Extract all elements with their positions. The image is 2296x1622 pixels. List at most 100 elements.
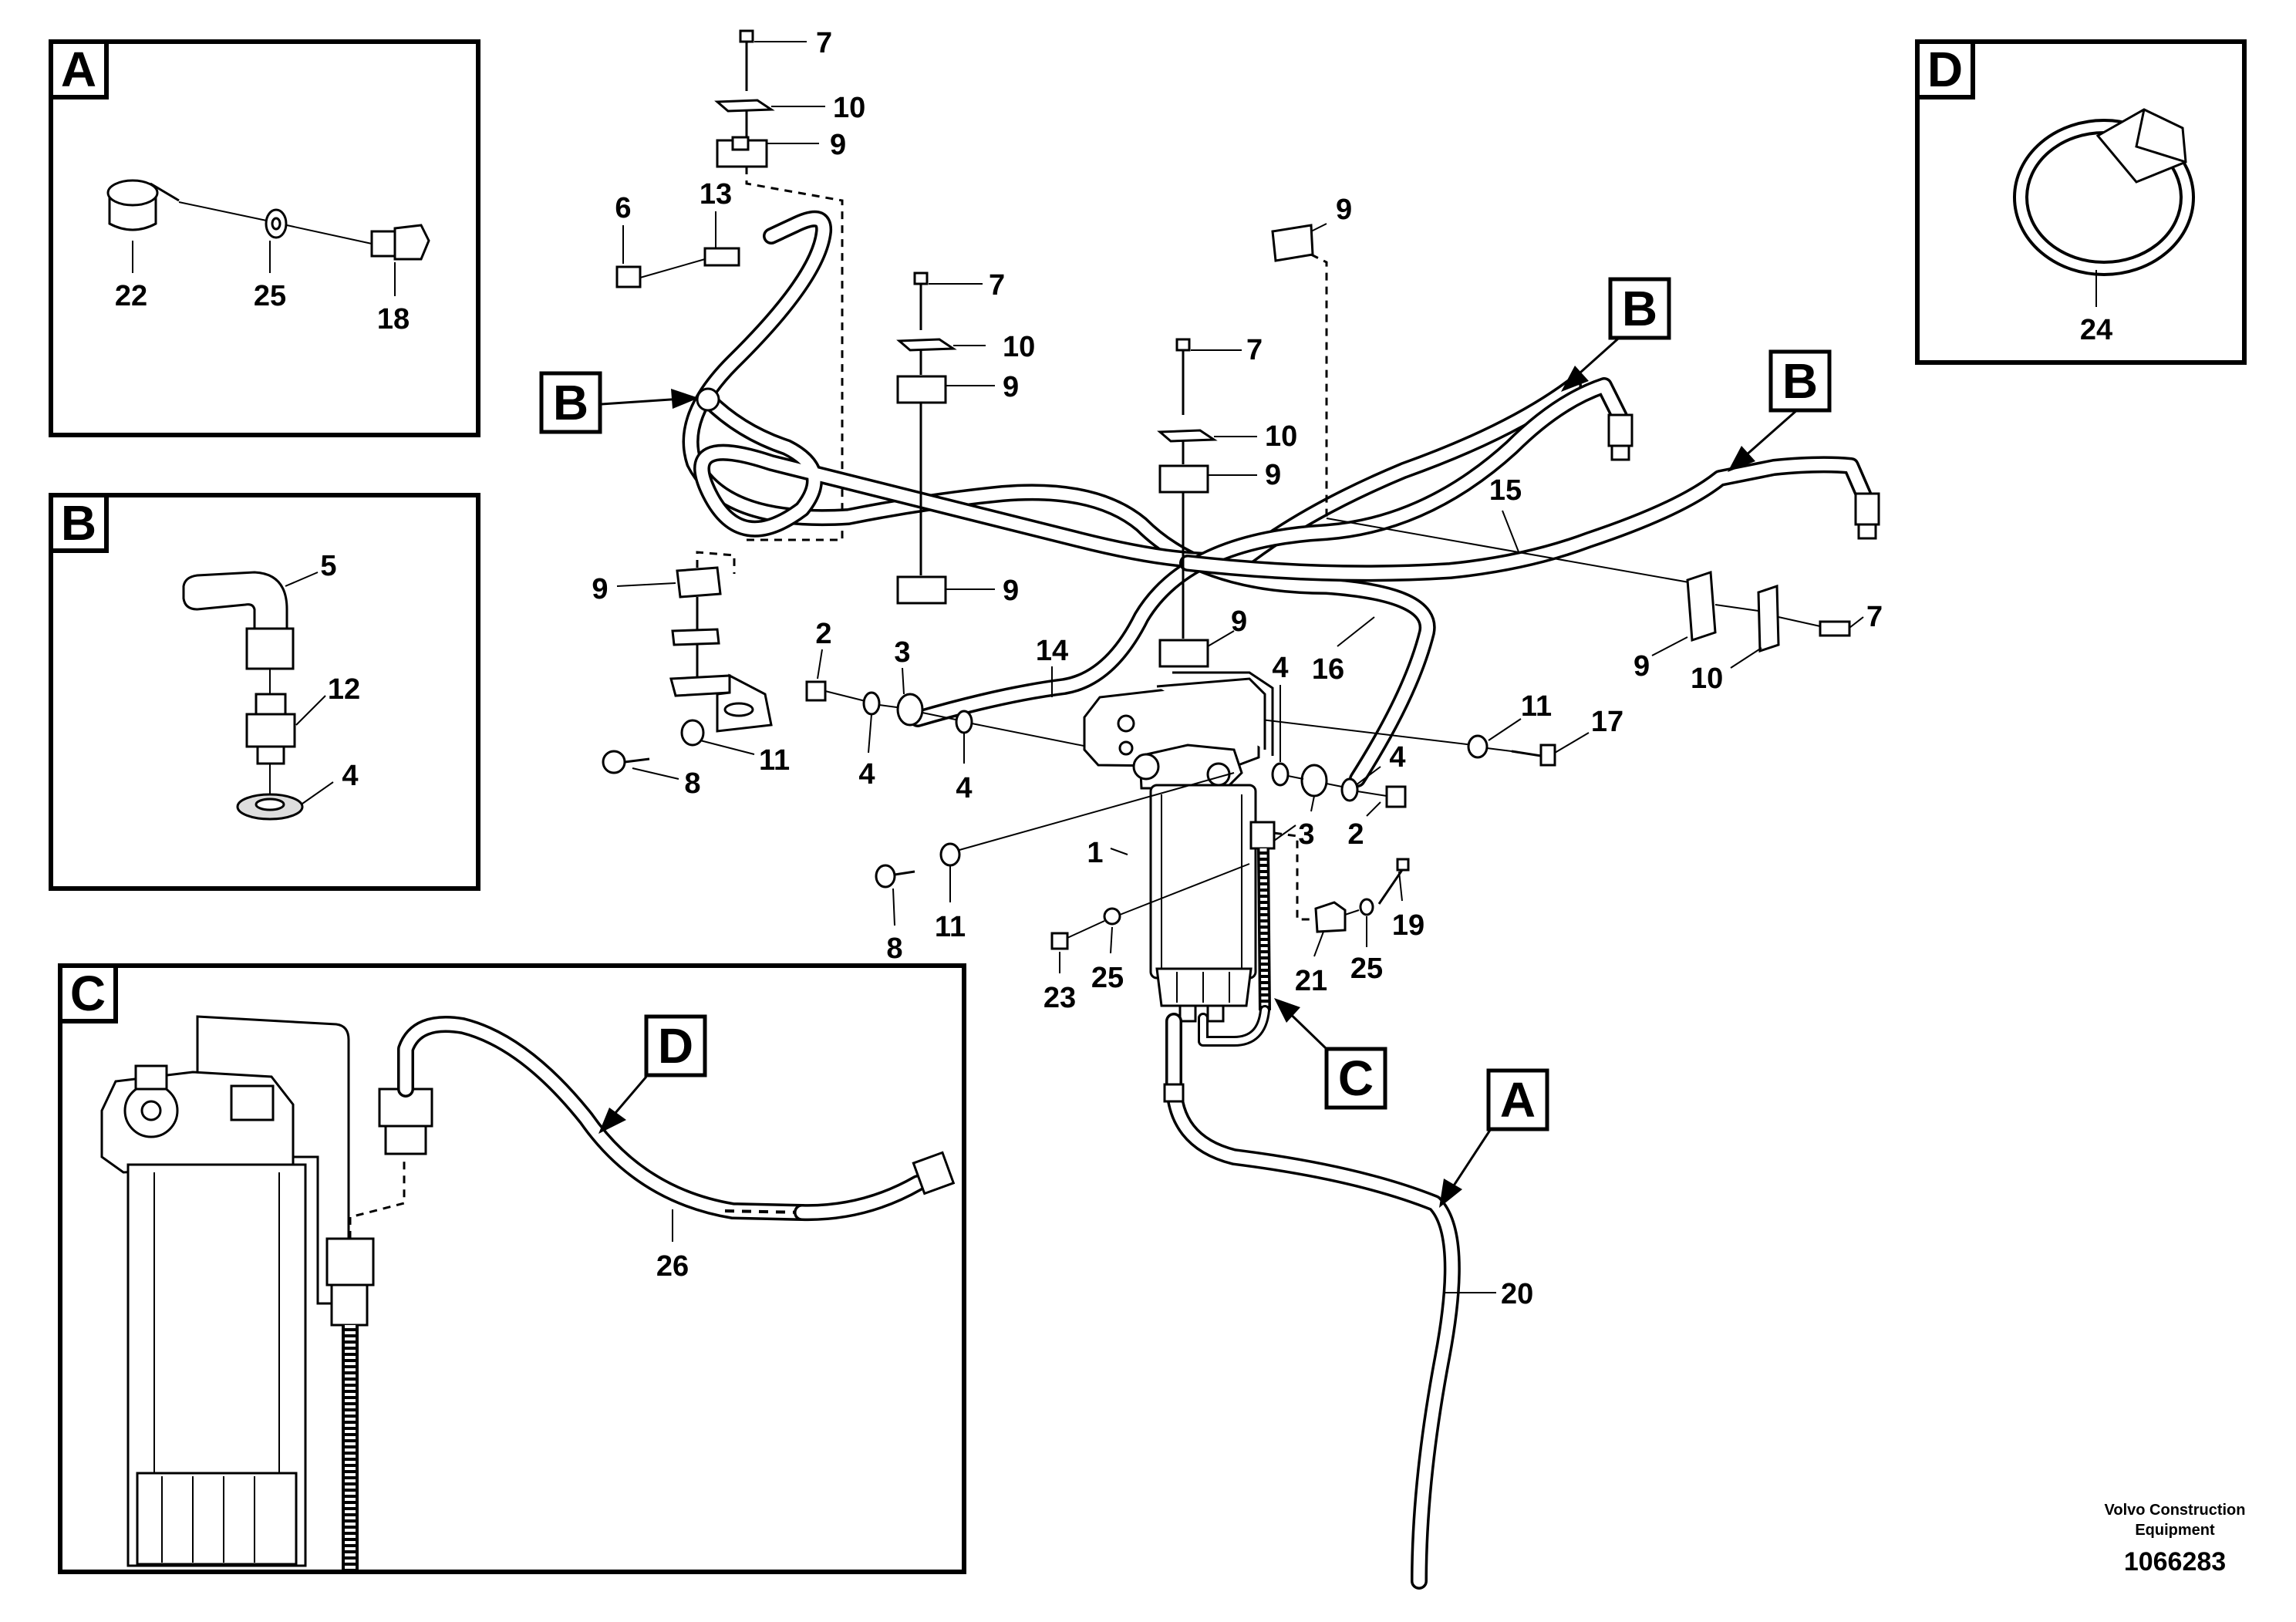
label-19: 19 bbox=[1392, 909, 1424, 942]
hose-14 bbox=[682, 210, 1436, 787]
fitting-upper-right-b bbox=[1607, 413, 1633, 461]
bracket-left bbox=[616, 551, 773, 733]
label-3-left: 3 bbox=[894, 636, 910, 669]
label-13: 13 bbox=[700, 178, 732, 211]
label-4-right-a: 4 bbox=[1272, 652, 1288, 684]
label-11-lower: 11 bbox=[935, 911, 966, 943]
cap-part-22 bbox=[106, 179, 180, 231]
detail-box-c: C bbox=[58, 963, 966, 1574]
label-15: 15 bbox=[1489, 474, 1522, 507]
label-20: 20 bbox=[1501, 1278, 1533, 1310]
callout-a: A bbox=[1439, 1068, 1549, 1208]
detail-box-d: D 24 bbox=[1915, 39, 2247, 365]
callout-b-upper-right-letter: B bbox=[1622, 281, 1657, 336]
label-c-26: 26 bbox=[656, 1250, 689, 1283]
label-10-top: 10 bbox=[833, 92, 865, 124]
label-9-top: 9 bbox=[830, 129, 846, 161]
clamp-stack-middle bbox=[896, 271, 995, 605]
label-7-top: 7 bbox=[816, 27, 832, 59]
water-sensor-connector bbox=[325, 1237, 375, 1327]
nut-23 bbox=[1050, 932, 1069, 950]
filter-head bbox=[100, 1064, 295, 1174]
label-1: 1 bbox=[1087, 837, 1103, 869]
part-6-nut bbox=[615, 265, 642, 288]
clamp-stack-center-right bbox=[1157, 338, 1257, 668]
label-23: 23 bbox=[1043, 982, 1076, 1014]
label-a-25: 25 bbox=[254, 280, 286, 312]
label-14: 14 bbox=[1036, 635, 1068, 667]
label-16: 16 bbox=[1312, 653, 1344, 686]
detail-box-a-letter: A bbox=[61, 42, 96, 97]
label-4-left-a: 4 bbox=[858, 758, 875, 791]
label-4-right-b: 4 bbox=[1389, 741, 1405, 774]
fitting-right-b bbox=[1854, 492, 1880, 540]
label-9-top-right: 9 bbox=[1336, 194, 1352, 226]
callout-b-right-letter: B bbox=[1782, 353, 1818, 409]
callout-d: D bbox=[598, 1014, 707, 1134]
detail-box-b-letter: B bbox=[61, 495, 96, 551]
callout-a-letter: A bbox=[1500, 1072, 1536, 1128]
callout-b-left: B bbox=[539, 371, 699, 434]
clamp-stack-right bbox=[1651, 570, 1864, 669]
label-9-left: 9 bbox=[592, 573, 608, 605]
elbow-fitting-part-5 bbox=[182, 571, 295, 670]
label-2-left: 2 bbox=[815, 618, 831, 650]
label-9-mid-a: 9 bbox=[1003, 371, 1019, 403]
label-b-5: 5 bbox=[320, 550, 336, 582]
bolt-8-left bbox=[602, 750, 650, 774]
label-9-center-b: 9 bbox=[1231, 605, 1247, 638]
washer-25-lower-right bbox=[1359, 898, 1374, 916]
footer-brand-line1: Volvo Construction bbox=[2105, 1502, 2246, 1519]
label-25-lower-right: 25 bbox=[1350, 953, 1383, 985]
hose-b-left bbox=[693, 377, 1582, 569]
plug-part-18 bbox=[370, 224, 430, 261]
footer-brand-line2: Equipment bbox=[2135, 1522, 2215, 1539]
adapter-part-12 bbox=[245, 693, 296, 765]
washer-11-left bbox=[680, 719, 705, 747]
fitting-row-left bbox=[805, 680, 1142, 758]
bolt-8-lower bbox=[875, 864, 915, 889]
label-9-mid-b: 9 bbox=[1003, 575, 1019, 607]
callout-b-upper-right: B bbox=[1561, 277, 1671, 392]
label-11-right: 11 bbox=[1521, 690, 1552, 723]
clamp-stack-top-left bbox=[714, 29, 844, 541]
hose-clamp-part-24 bbox=[2013, 108, 2195, 276]
washer-part-25 bbox=[265, 208, 288, 239]
label-7-center: 7 bbox=[1246, 334, 1263, 366]
washer-part-4 bbox=[236, 793, 304, 821]
drain-hose-20 bbox=[1163, 1013, 1461, 1590]
label-9-center-a: 9 bbox=[1265, 459, 1281, 491]
callout-b-right: B bbox=[1728, 349, 1832, 472]
label-8-lower: 8 bbox=[886, 932, 902, 965]
label-10-right: 10 bbox=[1691, 663, 1723, 695]
fitting-row-right bbox=[1271, 762, 1407, 808]
callout-b-left-letter: B bbox=[553, 375, 588, 430]
label-7-right: 7 bbox=[1866, 601, 1883, 633]
label-25-lower-left: 25 bbox=[1091, 962, 1124, 994]
label-17: 17 bbox=[1591, 706, 1623, 738]
hose-right-upper bbox=[909, 377, 1628, 727]
harness-hose-26 bbox=[397, 1016, 956, 1222]
document-number: 1066283 bbox=[2124, 1547, 2226, 1576]
label-4-left-b: 4 bbox=[956, 772, 972, 804]
label-6: 6 bbox=[615, 192, 631, 224]
fitting-left-b bbox=[696, 387, 720, 412]
label-21: 21 bbox=[1295, 965, 1327, 997]
label-d-24: 24 bbox=[2080, 314, 2112, 346]
label-b-12: 12 bbox=[328, 673, 360, 706]
label-7-mid: 7 bbox=[989, 269, 1005, 302]
detail-box-a: A 22 25 18 bbox=[49, 39, 480, 437]
label-10-center: 10 bbox=[1265, 420, 1297, 453]
callout-d-letter: D bbox=[658, 1018, 693, 1074]
label-9-right: 9 bbox=[1633, 650, 1650, 683]
label-8-left: 8 bbox=[684, 767, 700, 800]
label-a-18: 18 bbox=[377, 303, 410, 336]
detail-box-c-letter: C bbox=[70, 966, 106, 1021]
harness-connector bbox=[378, 1088, 433, 1155]
fuel-filter-assembly bbox=[1083, 671, 1274, 1023]
screw-19 bbox=[1377, 858, 1410, 905]
filter-canister bbox=[126, 1163, 307, 1567]
clip-21 bbox=[1314, 901, 1347, 933]
detail-box-d-letter: D bbox=[1927, 42, 1963, 97]
